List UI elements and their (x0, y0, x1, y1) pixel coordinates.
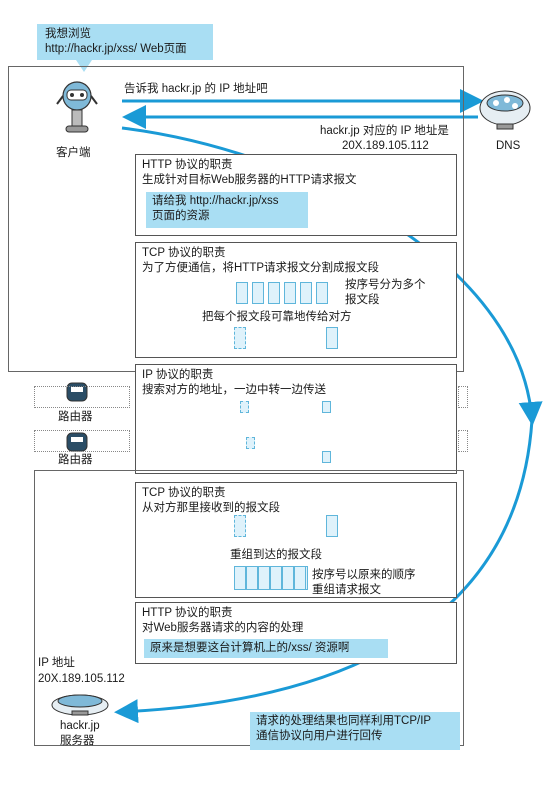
segment-sender (234, 515, 246, 537)
server-frame (34, 470, 464, 746)
segment (300, 282, 312, 304)
client-tcp-panel: TCP 协议的职责 为了方便通信，将HTTP请求报文分割成报文段 (135, 242, 457, 358)
segment (316, 282, 328, 304)
response-line-2: 通信协议向用户进行回传 (256, 730, 383, 742)
server-tcp-order-2: 重组请求报文 (312, 584, 381, 596)
segment (252, 282, 264, 304)
bubble-line-2: http://hackr.jp/xss/ Web页面 (45, 43, 187, 55)
segment (258, 566, 270, 590)
server-http-meaning: 原来是想要这台计算机上的/xss/ 资源啊 (144, 639, 388, 658)
ip-desc: 搜索对方的地址，一边中转一边传送 (142, 384, 326, 396)
router-frame-1 (34, 386, 130, 408)
client-tcp-reliable: 把每个报文段可靠地传给对方 (202, 311, 352, 323)
request-line-2: 页面的资源 (152, 210, 210, 222)
server-http-desc: 对Web服务器请求的内容的处理 (142, 622, 304, 634)
router-icon-2 (66, 432, 88, 452)
ip-packet (246, 437, 255, 449)
router-frame-2 (34, 430, 130, 452)
server-tcp-reassemble: 重组到达的报文段 (230, 549, 322, 561)
server-tcp-order-1: 按序号以原来的顺序 (312, 569, 416, 581)
segment-sender (234, 327, 246, 349)
client-label: 客户端 (56, 147, 91, 159)
client-http-title: HTTP 协议的职责 (142, 159, 233, 171)
router-label-1: 路由器 (58, 410, 93, 425)
client-tcp-title: TCP 协议的职责 (142, 247, 226, 259)
ip-panel: IP 协议的职责 搜索对方的地址，一边中转一边传送 (135, 364, 457, 474)
router-frame-2-right (458, 430, 468, 452)
server-ip-label: IP 地址 (38, 657, 75, 669)
segment (282, 566, 294, 590)
client-tcp-desc: 为了方便通信，将HTTP请求报文分割成报文段 (142, 262, 380, 274)
segment (236, 282, 248, 304)
router-label-2: 路由器 (58, 453, 93, 468)
server-name-2: 服务器 (60, 735, 95, 747)
ip-title: IP 协议的职责 (142, 369, 214, 381)
client-http-request: 请给我 http://hackr.jp/xss 页面的资源 (146, 192, 308, 228)
segment (284, 282, 296, 304)
dns-answer-text-2: 20X.189.105.112 (342, 140, 429, 152)
response-line-1: 请求的处理结果也同样利用TCP/IP (256, 715, 432, 727)
segment-receiver (326, 515, 338, 537)
user-wish-bubble: 我想浏览 http://hackr.jp/xss/ Web页面 (37, 24, 213, 60)
dns-server-icon (479, 90, 531, 130)
client-http-desc: 生成针对目标Web服务器的HTTP请求报文 (142, 174, 357, 186)
dns-answer-text-1: hackr.jp 对应的 IP 地址是 (320, 125, 449, 137)
server-tcp-desc: 从对方那里接收到的报文段 (142, 502, 280, 514)
dns-query-text: 告诉我 hackr.jp 的 IP 地址吧 (124, 83, 268, 95)
meaning-text: 原来是想要这台计算机上的/xss/ 资源啊 (150, 642, 350, 654)
server-ip-value: 20X.189.105.112 (38, 673, 125, 685)
segment (234, 566, 246, 590)
ip-packet (240, 401, 249, 413)
client-tcp-split-2: 报文段 (345, 294, 380, 306)
client-robot-icon (56, 81, 98, 133)
segment (294, 566, 306, 590)
router-icon-1 (66, 382, 88, 402)
ip-packet (322, 451, 331, 463)
dns-label: DNS (496, 140, 521, 152)
server-tcp-title: TCP 协议的职责 (142, 487, 226, 499)
server-http-title: HTTP 协议的职责 (142, 607, 233, 619)
segment (268, 282, 280, 304)
request-line-1: 请给我 http://hackr.jp/xss (152, 195, 279, 207)
bubble-line-1: 我想浏览 (45, 28, 91, 40)
ip-packet (322, 401, 331, 413)
client-tcp-split-1: 按序号分为多个 (345, 279, 426, 291)
segment (270, 566, 282, 590)
web-server-icon (51, 694, 109, 716)
router-frame-1-right (458, 386, 468, 408)
server-name-1: hackr.jp (60, 720, 100, 732)
response-note: 请求的处理结果也同样利用TCP/IP 通信协议向用户进行回传 (250, 712, 460, 750)
segment-receiver (326, 327, 338, 349)
segment (246, 566, 258, 590)
